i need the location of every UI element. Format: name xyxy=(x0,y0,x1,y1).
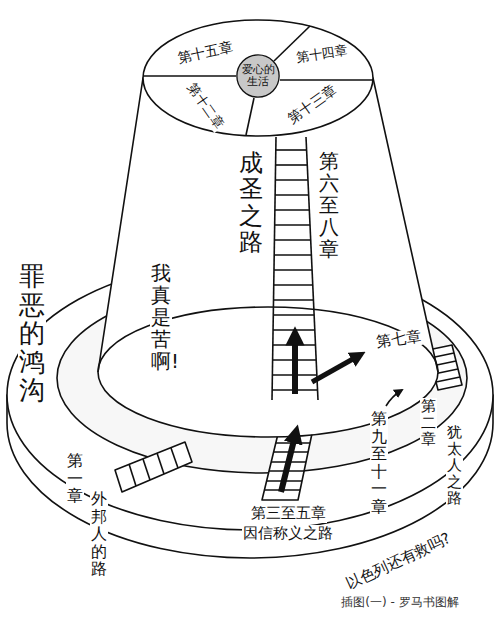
path-label: 成圣之路 xyxy=(238,150,264,256)
cone-stairs xyxy=(272,137,318,400)
up-arrow xyxy=(292,334,298,394)
sector-lines xyxy=(143,26,373,135)
center-circle: 爱心的生活 xyxy=(236,54,280,98)
cone-top xyxy=(143,20,373,136)
small-arrow xyxy=(386,390,402,406)
circle-label: 爱心的生活 xyxy=(240,64,276,88)
chasm-label: 罪恶的鸿沟 xyxy=(18,262,46,405)
circle-text-wrap: 爱心的生活 xyxy=(236,54,280,98)
plinth-edge xyxy=(98,307,438,372)
up-arrow xyxy=(281,432,296,492)
path-label: 外邦人的路 xyxy=(90,490,108,578)
circle-shape xyxy=(237,55,279,97)
chapter-label: 第一章 xyxy=(66,452,84,505)
side-arrow xyxy=(312,355,360,382)
chapter-label: 第三至五章 xyxy=(250,505,327,522)
chapter-label: 第二章 xyxy=(420,398,437,448)
left-bridge xyxy=(115,442,192,492)
path-label: 因信称义之路 xyxy=(242,525,334,542)
chapter-label: 第九至十一章 xyxy=(370,410,388,516)
figure-caption: 插图(一) - 罗马书图解 xyxy=(341,594,458,611)
chapter-label: 第六至八章 xyxy=(318,150,340,260)
cry-label: 我真是苦啊! xyxy=(150,262,172,372)
path-label: 犹太人之路 xyxy=(446,424,463,507)
